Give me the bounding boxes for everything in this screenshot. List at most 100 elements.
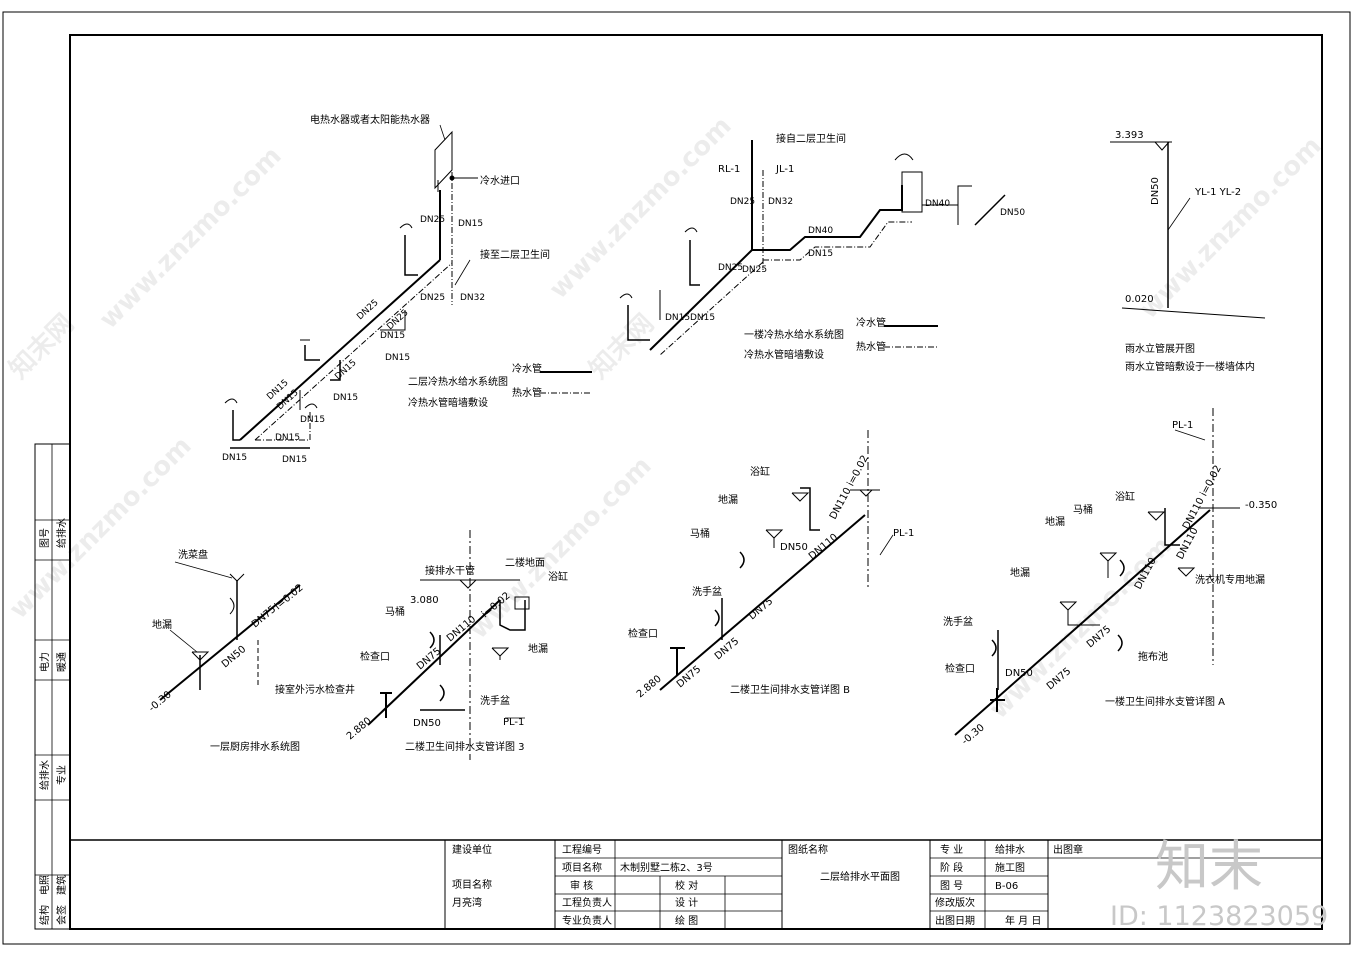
pipe-size: DN50 [780,542,808,553]
fixture-label: 浴缸 [548,570,568,583]
main-label: 接排水干管 [425,564,475,577]
fixture-label: 洗手盆 [692,585,722,598]
diagram-2f-bath-3 [367,530,530,760]
slope: i=0.02 [273,582,306,612]
pipe-size: DN15 [385,353,410,363]
item-name-value: 木制别墅二栋2、3号 [620,861,713,874]
elevation: 3.393 [1115,130,1144,141]
caption: 雨水立管展开图 [1125,342,1195,355]
pipe-size: DN75 [250,604,278,630]
caption: 一层厨房排水系统图 [210,740,300,753]
riser-tag: PL-1 [503,717,524,728]
caption: 一楼冷热水给水系统图 [744,328,844,341]
pipe-size: DN15 [282,455,307,465]
pipe-size: DN15 [333,393,358,403]
caption: 一楼卫生间排水支管详图 A [1105,695,1225,708]
riser-tag: PL-1 [1172,420,1193,431]
diagram-rain-riser [1110,141,1266,319]
pipe-size: DN32 [460,293,485,303]
stage-value: 施工图 [995,861,1025,874]
pipe-size: DN15 [333,358,358,382]
watermark-site: www.znzmo.com [464,451,658,645]
project-no-label: 工程编号 [562,843,602,856]
pipe-size: DN75 [713,636,741,662]
pipe-size: DN110 [807,532,840,562]
pipe-size: DN75 [675,664,703,690]
stage-label: 阶 段 [940,861,963,874]
diagram-kitchen-drain-labels: 洗菜盘 地漏 DN75 i=0.02 DN50 接室外污水检查井 -0.30 一… [147,548,355,753]
watermark-site: www.znzmo.com [544,111,738,305]
pipe-size: DN15 [222,453,247,463]
pipe-size: DN40 [808,226,833,236]
caption: 雨水立管暗敷设于一楼墙体内 [1125,360,1255,373]
pipe-size: DN25 [420,215,445,225]
slope: DN110 i=0.02 [828,454,871,522]
elevation: 0.020 [1125,294,1154,305]
side-stamp-labels: 图号 给排水 专业 电力 暖通 给排水 电照 结构 建筑 会签 [38,518,68,925]
fixture-label: 浴缸 [1115,490,1135,503]
stamp-cell: 结构 [38,905,51,925]
caption: 冷热水管暗墙敷设 [408,396,488,409]
pipe-size: DN50 [1005,668,1033,679]
diagram-2f-bath-b [659,430,894,691]
stamp-cell: 暖通 [55,652,68,672]
stamp-cell: 电照 [38,875,51,895]
revision-label: 修改版次 [935,896,975,909]
floor-label: 二楼地面 [505,556,545,569]
diagram-1f-supply [619,140,1006,356]
fixture-label: 地漏 [1045,515,1065,528]
project-name-value: 月亮湾 [452,896,482,909]
fixture-label: 洗手盆 [480,694,510,707]
client-label: 建设单位 [452,843,492,856]
project-name-label: 项目名称 [452,878,492,891]
fixture-label: 马桶 [1073,503,1093,516]
pipe-size: DN40 [925,199,950,209]
to-floor2-label: 接至二层卫生间 [480,248,550,261]
date-value: 年 月 日 [1005,914,1041,927]
fixture-label: 检查口 [945,662,975,675]
check-label: 校 对 [675,879,698,892]
legend-cold: 冷水管 [856,316,886,329]
stamp-cell: 电力 [38,652,51,672]
legend-cold: 冷水管 [512,362,542,375]
discipline-value: 给排水 [995,843,1025,856]
fixture-label: 马桶 [690,527,710,540]
watermark-site: www.znzmo.com [4,431,198,625]
stamp-cell: 建筑 [55,875,68,895]
stamp-cell: 图号 [39,528,51,548]
fixture-label: 马桶 [385,605,405,618]
pipe-size: DN15 [380,331,405,341]
diagram-kitchen-drain [159,561,301,701]
diagram-2f-supply [224,124,592,449]
caption: 冷热水管暗墙敷设 [744,348,824,361]
stamp-cell: 专业 [55,765,68,785]
outlet-label: 接室外污水检查井 [275,683,355,696]
date-label: 出图日期 [935,914,975,927]
side-stamp [34,443,71,930]
pipe-size: DN50 [413,718,441,729]
sheet-value: B-06 [995,881,1018,892]
elevation: 2.880 [635,673,664,700]
elevation: 3.080 [410,595,439,606]
heater-label: 电热水器或者太阳能热水器 [310,113,430,126]
fixture-label: 地漏 [528,642,548,655]
cold-inlet-label: 冷水进口 [480,174,520,187]
caption: 二层冷热水给水系统图 [408,375,508,388]
pipe-size: DN15 [808,249,833,259]
riser-tag: PL-1 [893,528,914,539]
specialist-label: 专业负责人 [562,914,612,927]
fixture-label: 浴缸 [750,465,770,478]
outer-frame [2,11,1351,945]
legend-hot: 热水管 [512,386,542,399]
legend-hot: 热水管 [856,340,886,353]
fixture-label: 洗菜盘 [178,548,208,561]
brand-logo: 知末 [1155,835,1263,898]
sheet-label: 图 号 [940,880,963,892]
fixture-label: 地漏 [718,493,738,506]
pipe-size: DN15 [690,313,715,323]
pipe-size: DN15 [458,219,483,229]
design-label: 设 计 [675,896,698,909]
fixture-label: 洗手盆 [943,615,973,628]
watermark-site: www.znzmo.com [94,141,288,335]
pipe-size: DN25 [730,197,755,207]
